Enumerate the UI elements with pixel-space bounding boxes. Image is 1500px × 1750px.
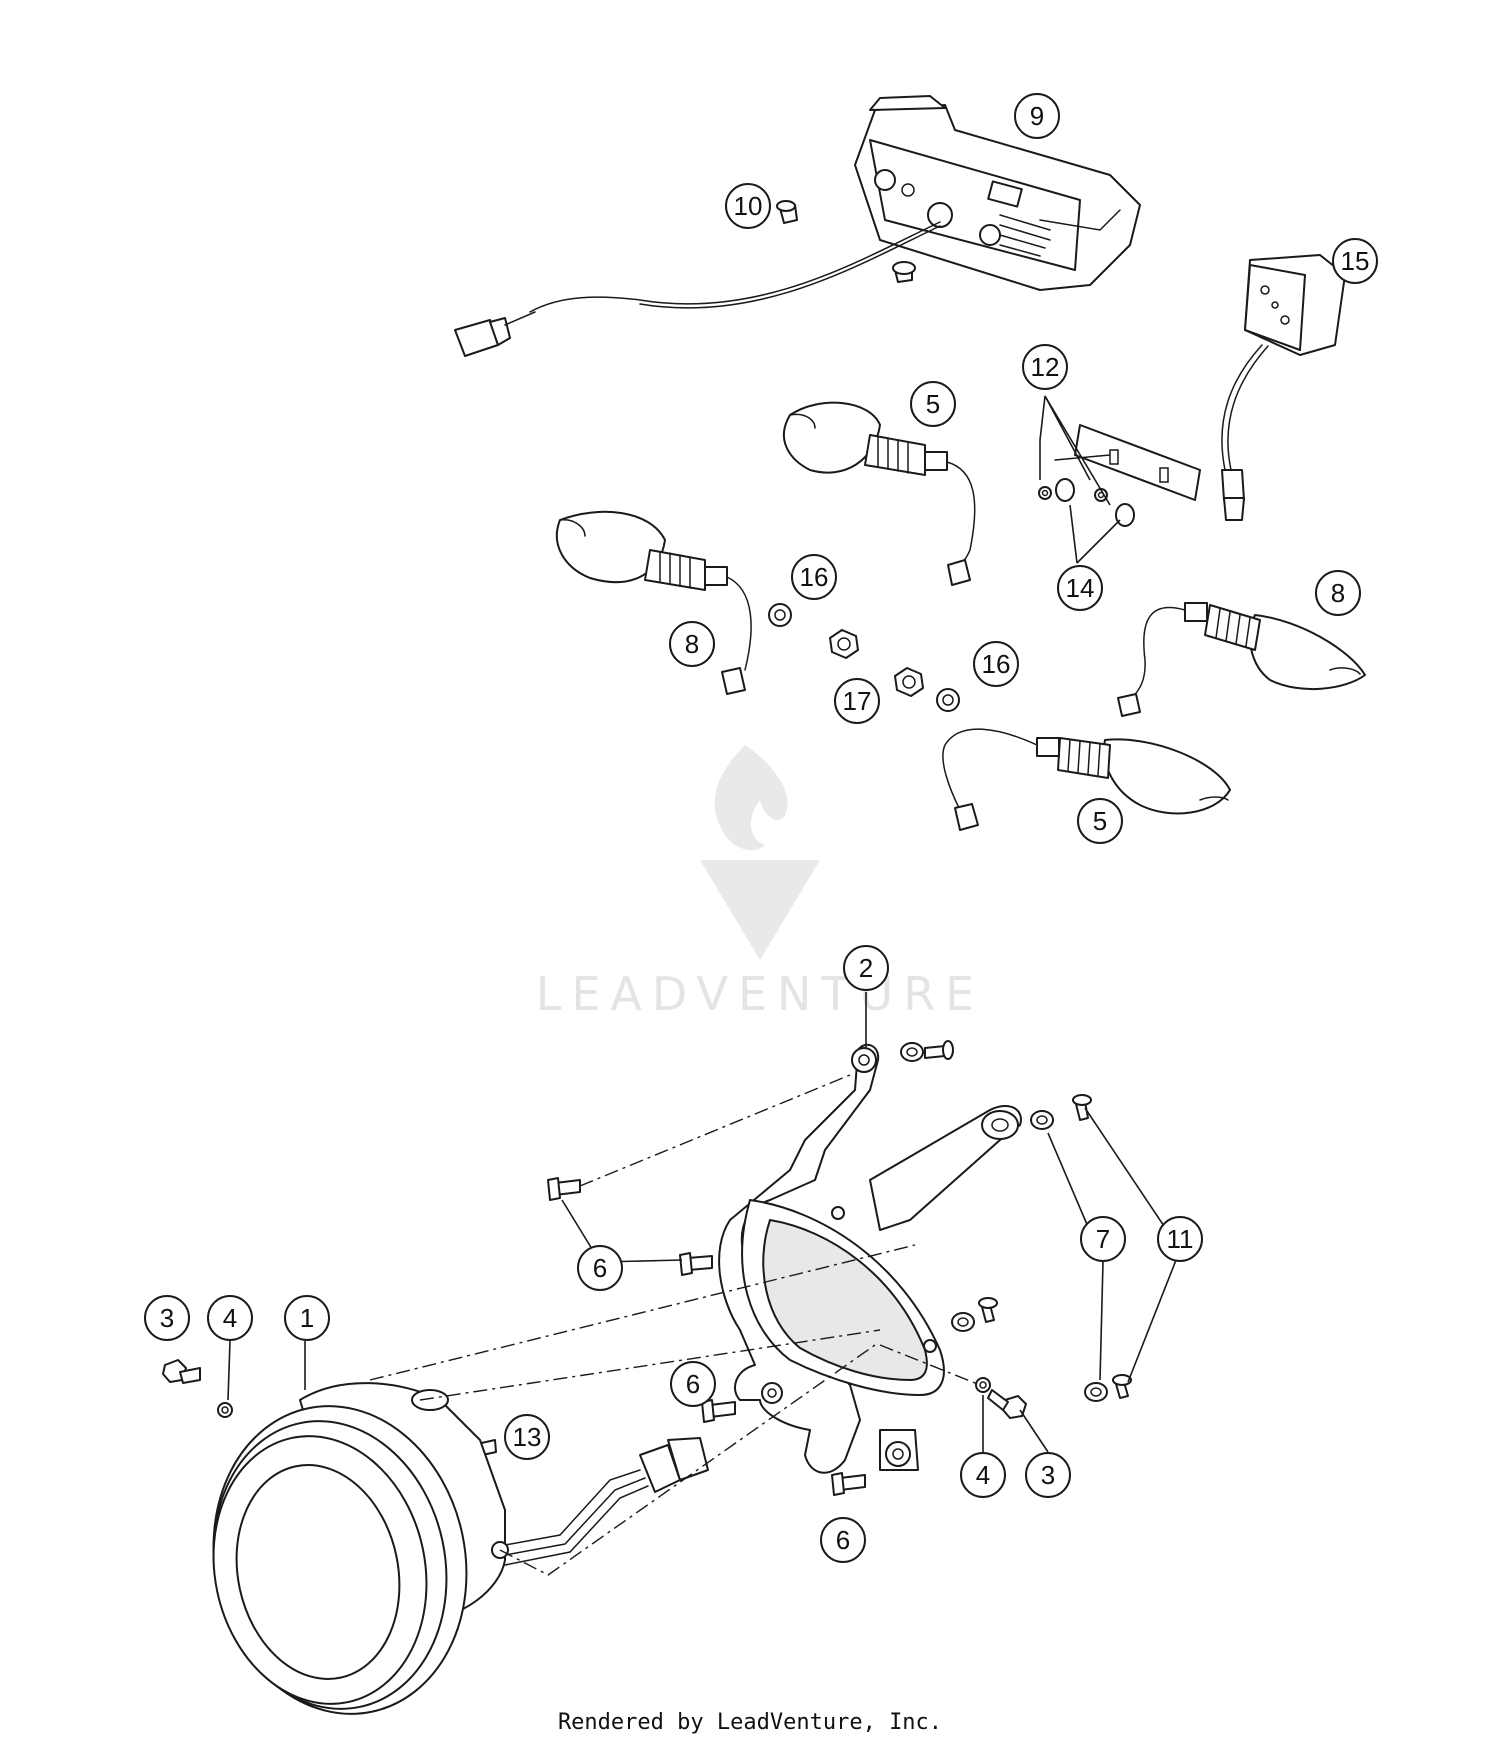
callout-6: 6: [577, 1245, 623, 1291]
svg-text:12: 12: [1031, 352, 1060, 382]
hex-screw: [162, 1359, 1027, 1419]
plate-light-bracket: [1038, 424, 1201, 527]
nut: [829, 629, 924, 697]
headlight: [212, 1382, 709, 1715]
washer: [217, 1377, 991, 1418]
assembly-lines: [369, 1074, 981, 1576]
callout-12: 12: [1022, 344, 1068, 390]
svg-text:8: 8: [685, 629, 699, 659]
turn-signal-front-right: [942, 728, 1231, 831]
license-plate-light: [1221, 254, 1346, 521]
collar-screw: [547, 1177, 866, 1496]
headlight-bracket: [718, 1043, 1022, 1474]
svg-text:15: 15: [1341, 246, 1370, 276]
svg-text:17: 17: [843, 686, 872, 716]
callout-4: 4: [207, 1295, 253, 1341]
turn-signal-rear-left: [555, 510, 752, 695]
turn-signal-rear-right: [1117, 602, 1366, 717]
svg-text:14: 14: [1066, 573, 1095, 603]
callout-1: 1: [284, 1295, 330, 1341]
callout-6: 6: [820, 1517, 866, 1563]
screw-m6: [924, 1040, 1132, 1399]
callout-11: 11: [1157, 1216, 1203, 1262]
svg-text:16: 16: [800, 562, 829, 592]
svg-text:11: 11: [1167, 1224, 1194, 1254]
svg-text:16: 16: [982, 649, 1011, 679]
svg-text:7: 7: [1096, 1224, 1110, 1254]
callout-4: 4: [960, 1452, 1006, 1498]
svg-text:3: 3: [1041, 1460, 1055, 1490]
svg-text:3: 3: [160, 1303, 174, 1333]
turn-signal-front-left: [783, 401, 976, 586]
svg-text:4: 4: [223, 1303, 237, 1333]
tail-light-cable: [454, 221, 941, 357]
callout-10: 10: [725, 183, 771, 229]
callout-3: 3: [1025, 1452, 1071, 1498]
tail-light-screw: [776, 200, 916, 283]
callout-16: 16: [973, 641, 1019, 687]
svg-text:4: 4: [976, 1460, 990, 1490]
svg-text:5: 5: [926, 389, 940, 419]
svg-text:9: 9: [1030, 101, 1044, 131]
svg-text:8: 8: [1331, 578, 1345, 608]
svg-text:10: 10: [734, 191, 763, 221]
callout-5: 5: [910, 381, 956, 427]
watermark-logo: LEADVENTURE: [536, 745, 985, 1021]
svg-text:6: 6: [593, 1253, 607, 1283]
callout-16: 16: [791, 554, 837, 600]
callout-7: 7: [1080, 1216, 1126, 1262]
watermark-text: LEADVENTURE: [536, 967, 985, 1021]
svg-text:13: 13: [513, 1422, 542, 1452]
callout-17: 17: [834, 678, 880, 724]
callout-8: 8: [669, 621, 715, 667]
callout-2: 2: [843, 945, 889, 991]
callout-6: 6: [670, 1361, 716, 1407]
callout-3: 3: [144, 1295, 190, 1341]
svg-text:6: 6: [686, 1369, 700, 1399]
callout-15: 15: [1332, 238, 1378, 284]
callout-14: 14: [1057, 565, 1103, 611]
tail-light-housing: [854, 95, 1141, 291]
svg-text:2: 2: [859, 953, 873, 983]
rubber-grommet: [900, 1042, 1108, 1402]
callout-8: 8: [1315, 570, 1361, 616]
svg-text:1: 1: [300, 1303, 314, 1333]
callout-13: 13: [504, 1414, 550, 1460]
leader-lines: [227, 395, 1181, 1453]
svg-text:6: 6: [836, 1525, 850, 1555]
svg-text:5: 5: [1093, 806, 1107, 836]
footer-credit: Rendered by LeadVenture, Inc.: [557, 1710, 943, 1735]
callout-5: 5: [1077, 798, 1123, 844]
callout-9: 9: [1014, 93, 1060, 139]
lock-washer: [768, 603, 960, 712]
